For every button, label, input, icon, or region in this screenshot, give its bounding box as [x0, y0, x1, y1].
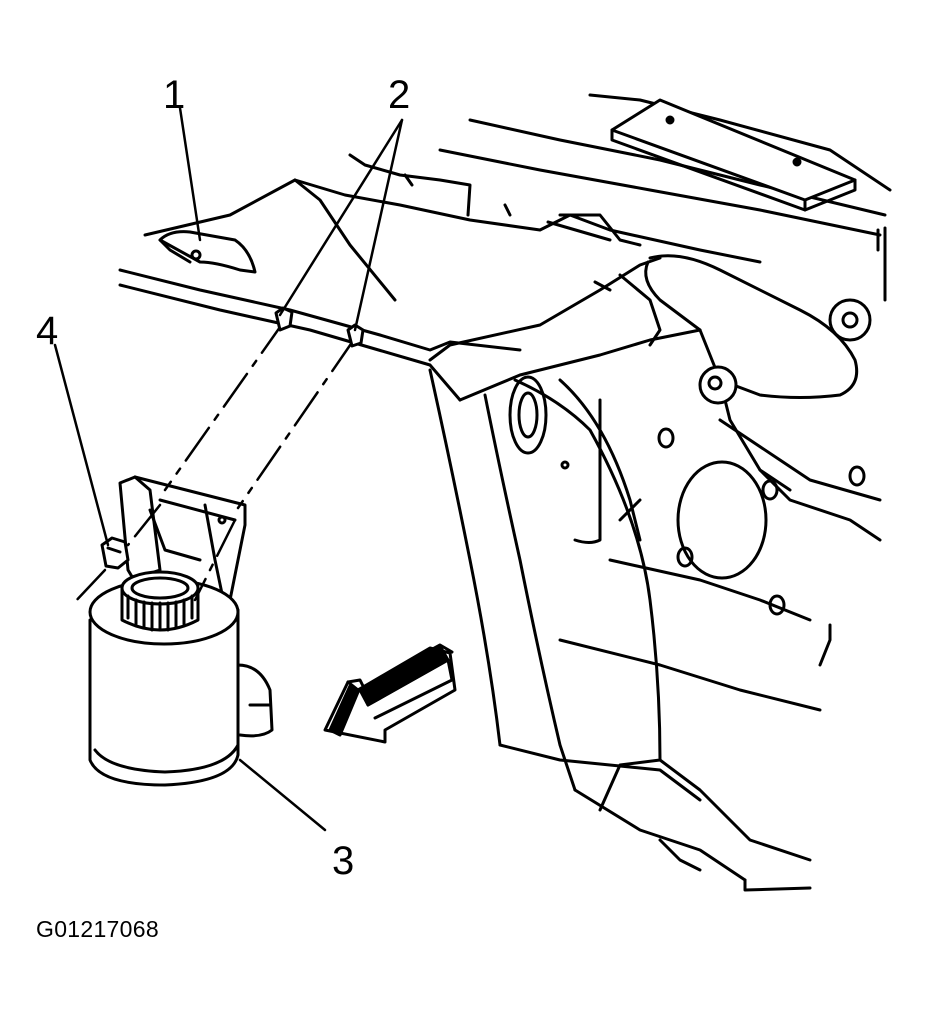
leader-lines: [53, 106, 404, 832]
front-direction-arrow: [323, 643, 457, 744]
part-1-bracket: [158, 230, 257, 274]
part-4-clip: [100, 536, 130, 570]
callout-4: 4: [36, 309, 58, 353]
part-2-fastener-right: [346, 323, 365, 348]
callout-1: 1: [163, 73, 185, 117]
mounting-pad: [610, 98, 857, 212]
figure-id-label: G01217068: [36, 916, 159, 942]
reservoir-cap: [120, 570, 200, 632]
radiator-support-rail: [118, 153, 762, 402]
bolt-center: [698, 365, 738, 405]
callout-2: 2: [388, 73, 410, 117]
inner-fender-panel: [428, 368, 882, 892]
part-2-fastener-left: [274, 306, 294, 332]
strut-tower-holes: [560, 427, 866, 616]
diagonal-brace: [428, 254, 859, 492]
callout-3: 3: [332, 839, 354, 883]
fastener-alignment-lines: [70, 318, 357, 607]
bolt-upper-right: [828, 298, 872, 342]
fender-oval-opening: [508, 375, 548, 455]
